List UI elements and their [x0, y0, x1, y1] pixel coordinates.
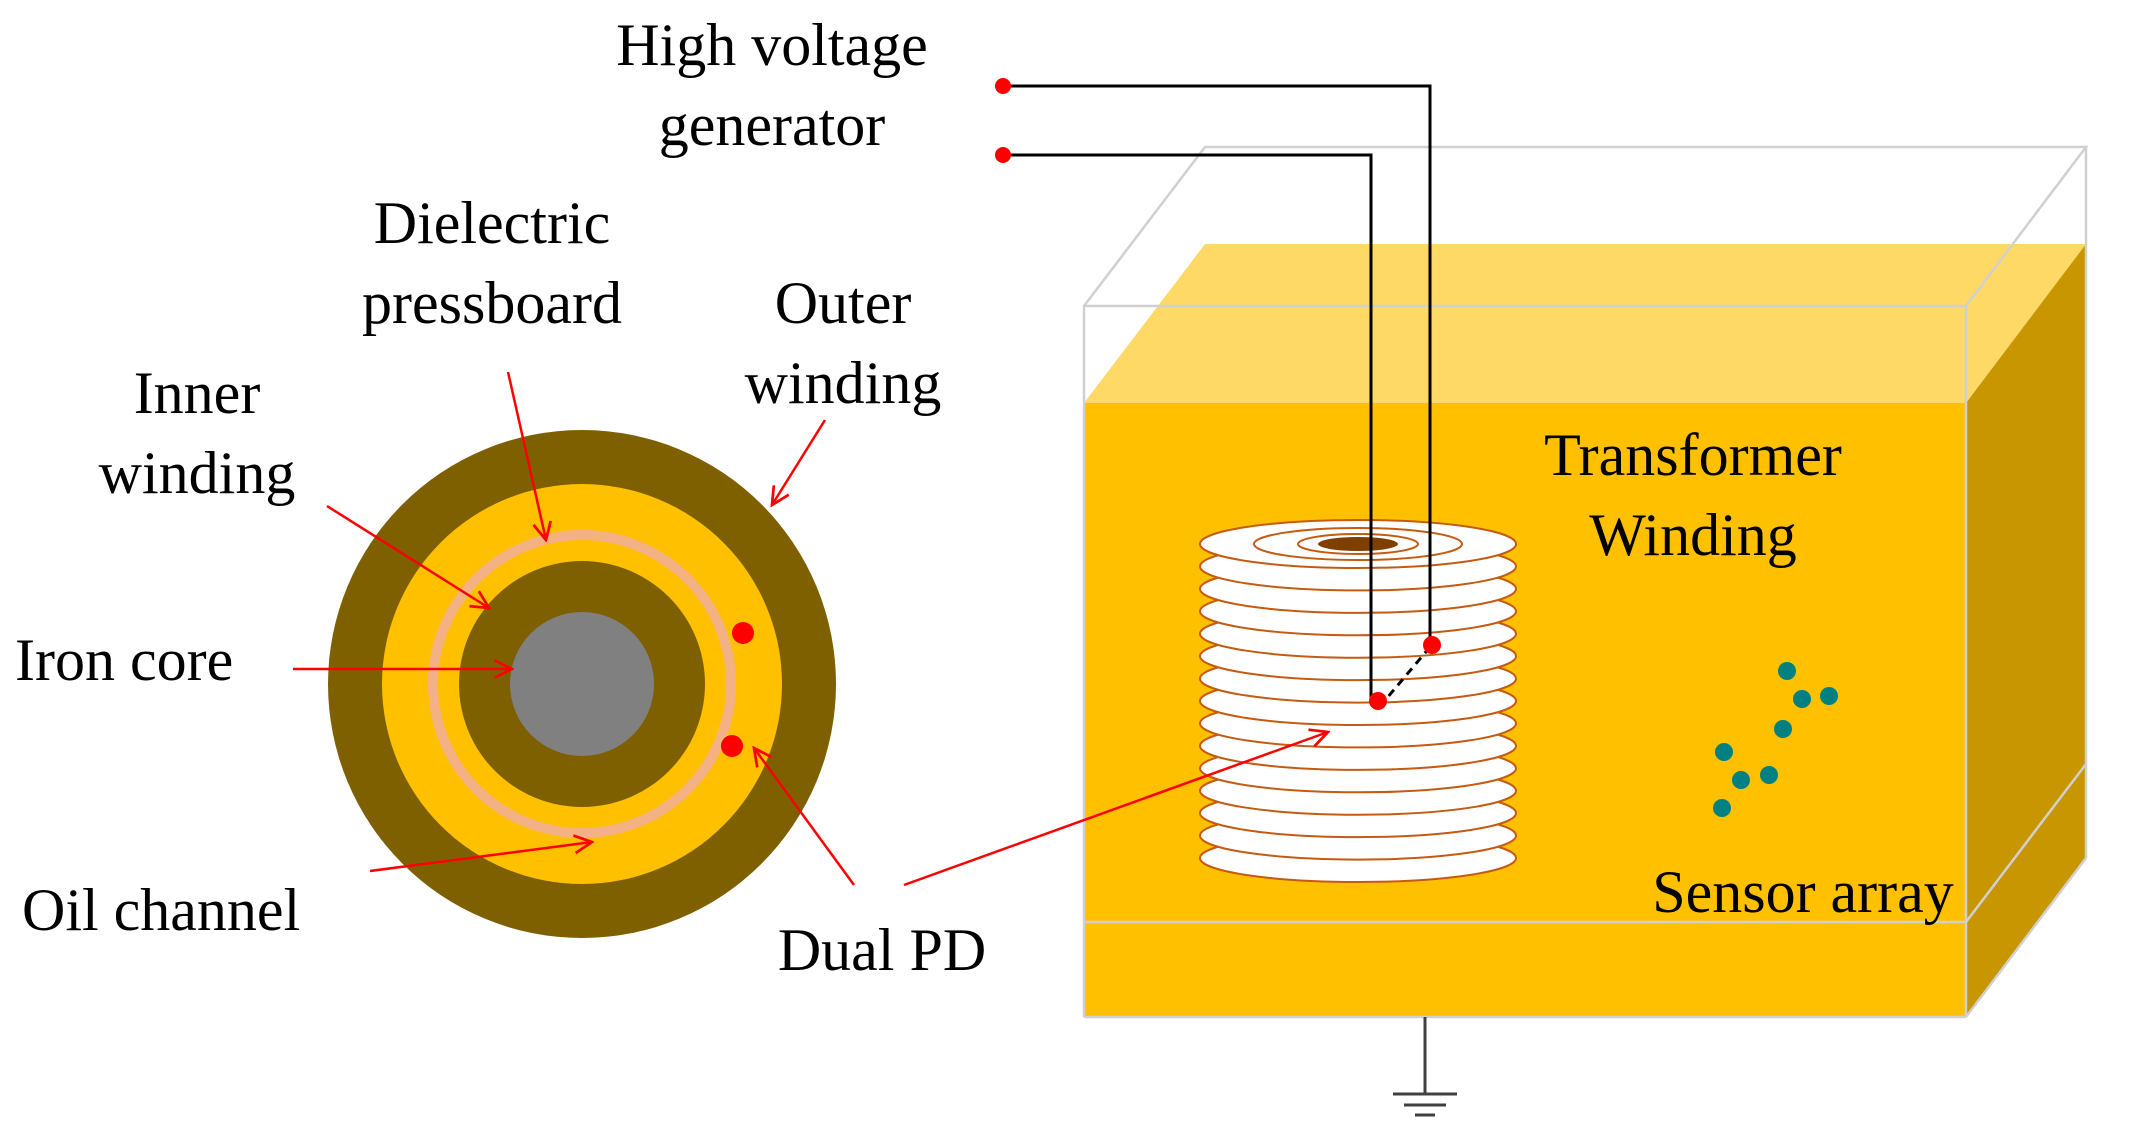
label-dual-pd: Dual PD	[778, 917, 986, 983]
label-dielectric-line1: Dielectric	[374, 190, 611, 256]
sensor-dot	[1732, 771, 1750, 789]
arrow-inner-winding	[326, 504, 489, 608]
labels: High voltage generator Dielectric pressb…	[15, 12, 1954, 983]
label-high-voltage-line2: generator	[659, 92, 886, 158]
sensor-dot	[1778, 662, 1796, 680]
oil-top-face	[1084, 244, 2086, 403]
oil-side-face	[1966, 244, 2086, 1017]
coil-inner-ring	[1297, 533, 1419, 555]
hv-terminal-1	[995, 78, 1011, 94]
sensor-array	[1713, 662, 1838, 817]
tank-outline	[1082, 145, 2089, 1019]
cross-section	[328, 430, 836, 938]
coil-center-hole	[1318, 537, 1398, 551]
dielectric-pressboard-ring	[428, 530, 736, 838]
label-iron-core: Iron core	[15, 627, 233, 693]
sensor-dot	[1774, 720, 1792, 738]
sensor-dot	[1793, 690, 1811, 708]
pd-source-1	[1423, 636, 1441, 654]
transformer-winding-coil	[1199, 519, 1517, 883]
label-transformer-line2: Winding	[1589, 502, 1797, 568]
label-dielectric-line2: pressboard	[362, 270, 622, 336]
sensor-dot	[1820, 687, 1838, 705]
iron-core	[510, 612, 654, 756]
hv-terminal-2	[995, 147, 1011, 163]
coil-inner-ring	[1253, 527, 1463, 561]
arrow-outer-winding	[772, 419, 827, 505]
label-sensor-array: Sensor array	[1652, 859, 1954, 925]
label-outer-winding-line2: winding	[745, 350, 942, 416]
label-inner-winding-line1: Inner	[134, 360, 261, 426]
label-inner-winding-line2: winding	[99, 440, 296, 506]
sensor-dot	[1713, 799, 1731, 817]
annotation-arrows	[293, 371, 1328, 887]
label-high-voltage-line1: High voltage	[616, 12, 928, 78]
arrow-oil-channel	[369, 842, 592, 873]
high-voltage-leads	[1003, 84, 1432, 703]
pd-source-2	[1369, 692, 1387, 710]
label-oil-channel: Oil channel	[22, 877, 300, 943]
label-transformer-line1: Transformer	[1544, 422, 1842, 488]
sensor-dot	[1760, 766, 1778, 784]
ground-symbol	[1393, 1017, 1457, 1117]
pd-dot-upper	[732, 622, 754, 644]
label-outer-winding-line1: Outer	[775, 270, 912, 336]
arrow-dielectric	[506, 371, 546, 540]
sensor-dot	[1715, 743, 1733, 761]
arrow-dual-pd-right	[903, 732, 1328, 887]
pd-dot-lower	[721, 735, 743, 757]
arrow-dual-pd-left	[754, 748, 856, 886]
